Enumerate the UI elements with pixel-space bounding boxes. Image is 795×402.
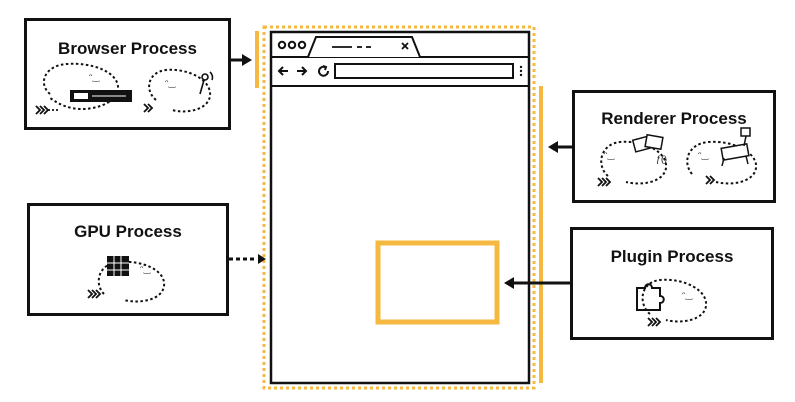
blob-character-icon	[641, 278, 708, 323]
renderer-process-arrow	[548, 141, 572, 153]
plugin-process-title: Plugin Process	[610, 247, 734, 266]
renderer-content-bracket	[539, 86, 543, 383]
face-icon: ᵔ‿	[604, 150, 615, 160]
blob-character-icon	[97, 260, 166, 303]
blob-character-icon	[686, 140, 758, 185]
arrow-chevrons-icon	[705, 175, 716, 185]
arrow-chevrons-icon	[35, 105, 58, 115]
plugin-process-box: Plugin Process	[570, 227, 774, 340]
back-arrow-icon	[277, 66, 288, 76]
reload-icon	[318, 65, 329, 77]
gpu-process-arrow	[229, 254, 266, 264]
desk-icon	[720, 142, 750, 167]
puzzle-icon	[636, 283, 665, 311]
address-bar	[334, 63, 514, 79]
browser-process-box: Browser Process	[24, 18, 231, 130]
face-icon: ᵔ‿	[165, 78, 176, 88]
gpu-process-title: GPU Process	[74, 222, 182, 241]
browser-process-title: Browser Process	[58, 39, 197, 58]
code-symbol-icon: ƒ()	[656, 154, 667, 164]
arrow-chevrons-icon	[87, 289, 102, 299]
lamp-icon	[740, 127, 751, 147]
renderer-process-title: Renderer Process	[601, 109, 747, 128]
browser-process-arrow	[231, 54, 252, 66]
arrow-chevrons-icon	[143, 103, 154, 113]
plugin-process-arrow	[504, 277, 570, 289]
renderer-process-box: Renderer Process	[572, 90, 776, 203]
forward-arrow-icon	[297, 66, 308, 76]
browser-ui-bracket	[255, 31, 259, 88]
face-icon: ᵔ‿	[698, 150, 709, 160]
face-icon: ᵔ‿	[89, 72, 100, 82]
menu-dots-icon	[519, 65, 523, 77]
server-device-icon	[70, 90, 132, 102]
face-icon: ᵔ‿	[682, 290, 693, 300]
document-stack-icon	[631, 133, 664, 153]
browser-frame-dotted-border	[262, 25, 536, 390]
blob-character-icon	[148, 68, 212, 113]
close-icon	[401, 42, 409, 50]
face-icon: ᵔ‿	[140, 264, 151, 274]
window-dot-icon	[277, 40, 287, 50]
gpu-process-box: GPU Process	[27, 203, 229, 316]
arrow-chevrons-icon	[647, 317, 662, 327]
blob-character-icon	[42, 62, 120, 110]
gpu-chip-icon	[107, 256, 129, 276]
window-dot-icon	[287, 40, 297, 50]
antenna-icon	[199, 71, 214, 95]
plugin-region-highlight	[375, 240, 500, 325]
blob-character-icon	[600, 140, 668, 185]
window-dot-icon	[297, 40, 307, 50]
browser-window-icon	[269, 30, 531, 385]
arrow-chevrons-icon	[597, 177, 612, 187]
